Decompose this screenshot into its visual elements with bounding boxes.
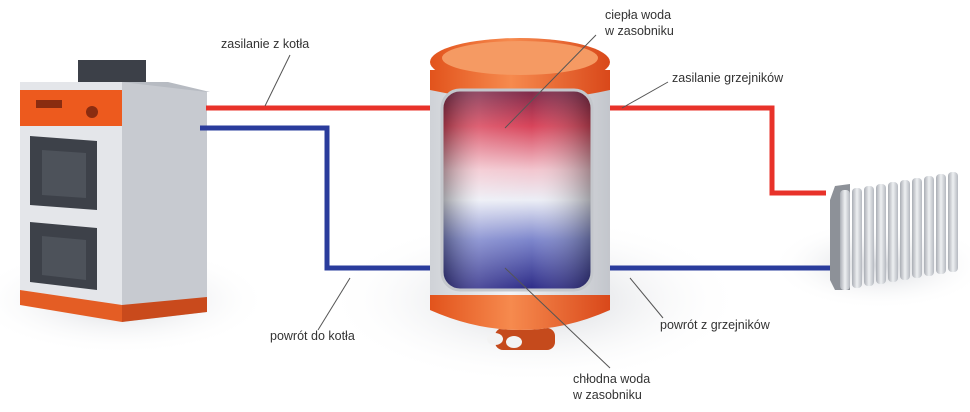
tank-base [495,328,555,350]
radiator-fin [924,176,934,276]
tank-window-frame [440,88,594,292]
storage-tank [430,38,610,350]
radiator-fin [912,178,922,278]
boiler [20,60,210,322]
label-hot-water-line2: w zasobniku [604,24,674,38]
radiator-fin [840,190,850,290]
boiler-knob [86,106,98,118]
label-cold-water-line2: w zasobniku [572,388,642,402]
label-cold-water-line1: chłodna woda [573,372,650,386]
boiler-flue [78,60,146,86]
label-boiler-supply: zasilanie z kotła [221,37,309,51]
boiler-side [122,82,207,322]
tank-bottom-band [430,295,610,330]
boiler-display [36,100,62,108]
radiator-fin [888,182,898,282]
radiator-fin [876,184,886,284]
boiler-return-pipe [200,125,445,271]
pipes [200,105,832,271]
radiator-fin [900,180,910,280]
radiator-fin [948,172,958,272]
boiler-control-panel [20,90,122,126]
radiator-fin [936,174,946,274]
label-boiler-return: powrót do kotła [270,329,355,343]
leader-lines [264,34,669,369]
radiator [830,172,958,290]
label-hot-water-line1: ciepła woda [605,8,671,22]
radiator-fin [852,188,862,288]
label-radiator-supply: zasilanie grzejników [672,71,784,85]
label-radiator-return: powrót z grzejników [660,318,771,332]
radiator-fin [864,186,874,286]
radiator-supply-pipe [598,105,826,196]
